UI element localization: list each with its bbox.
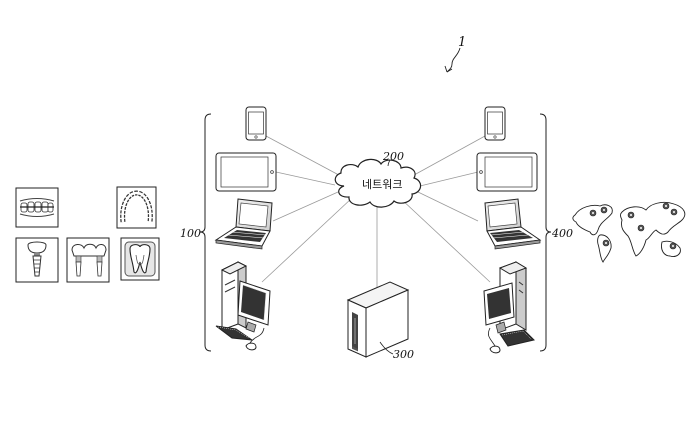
laptop-icon [216, 199, 272, 249]
tablet-icon [216, 153, 276, 191]
dental-arch-icon [117, 187, 156, 228]
network-label: 네트워크 [362, 179, 402, 190]
world-map-icon [573, 202, 685, 262]
connection-lines [262, 136, 490, 288]
smartphone-icon [485, 107, 505, 140]
right-group-ref-label: 400 [552, 228, 573, 239]
figure-ref-arrow [447, 48, 460, 72]
desktop-computer-icon [216, 262, 270, 350]
desktop-computer-icon [484, 262, 534, 353]
tablet-icon [477, 153, 537, 191]
left-group-bracket [200, 114, 211, 351]
network-ref-label: 200 [383, 151, 404, 162]
server-ref-label: 300 [393, 349, 414, 360]
smartphone-icon [246, 107, 266, 140]
bridge-icon [67, 238, 109, 282]
server-tower-icon [348, 282, 408, 357]
system-ref-label: 1 [458, 36, 466, 49]
implant-icon [16, 238, 58, 282]
tooth-icon [121, 238, 159, 280]
left-group-ref-label: 100 [180, 228, 201, 239]
laptop-icon [485, 199, 540, 249]
braces-icon [16, 188, 58, 227]
right-group-bracket [540, 114, 551, 351]
